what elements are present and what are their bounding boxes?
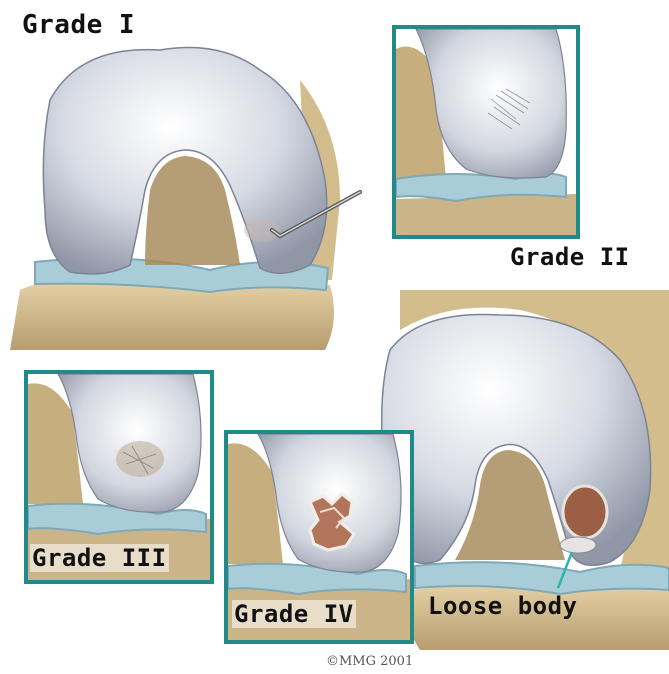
grade-1-label: Grade I [22,10,135,40]
copyright-credit: ©MMG 2001 [326,654,413,669]
grade-1-illustration [10,40,370,350]
grade-2-label: Grade II [510,243,630,271]
grade-2-frame [392,25,580,239]
grade-3-label: Grade III [30,544,169,572]
loose-body-label: Loose body [428,592,578,620]
grade-4-label: Grade IV [232,600,356,628]
